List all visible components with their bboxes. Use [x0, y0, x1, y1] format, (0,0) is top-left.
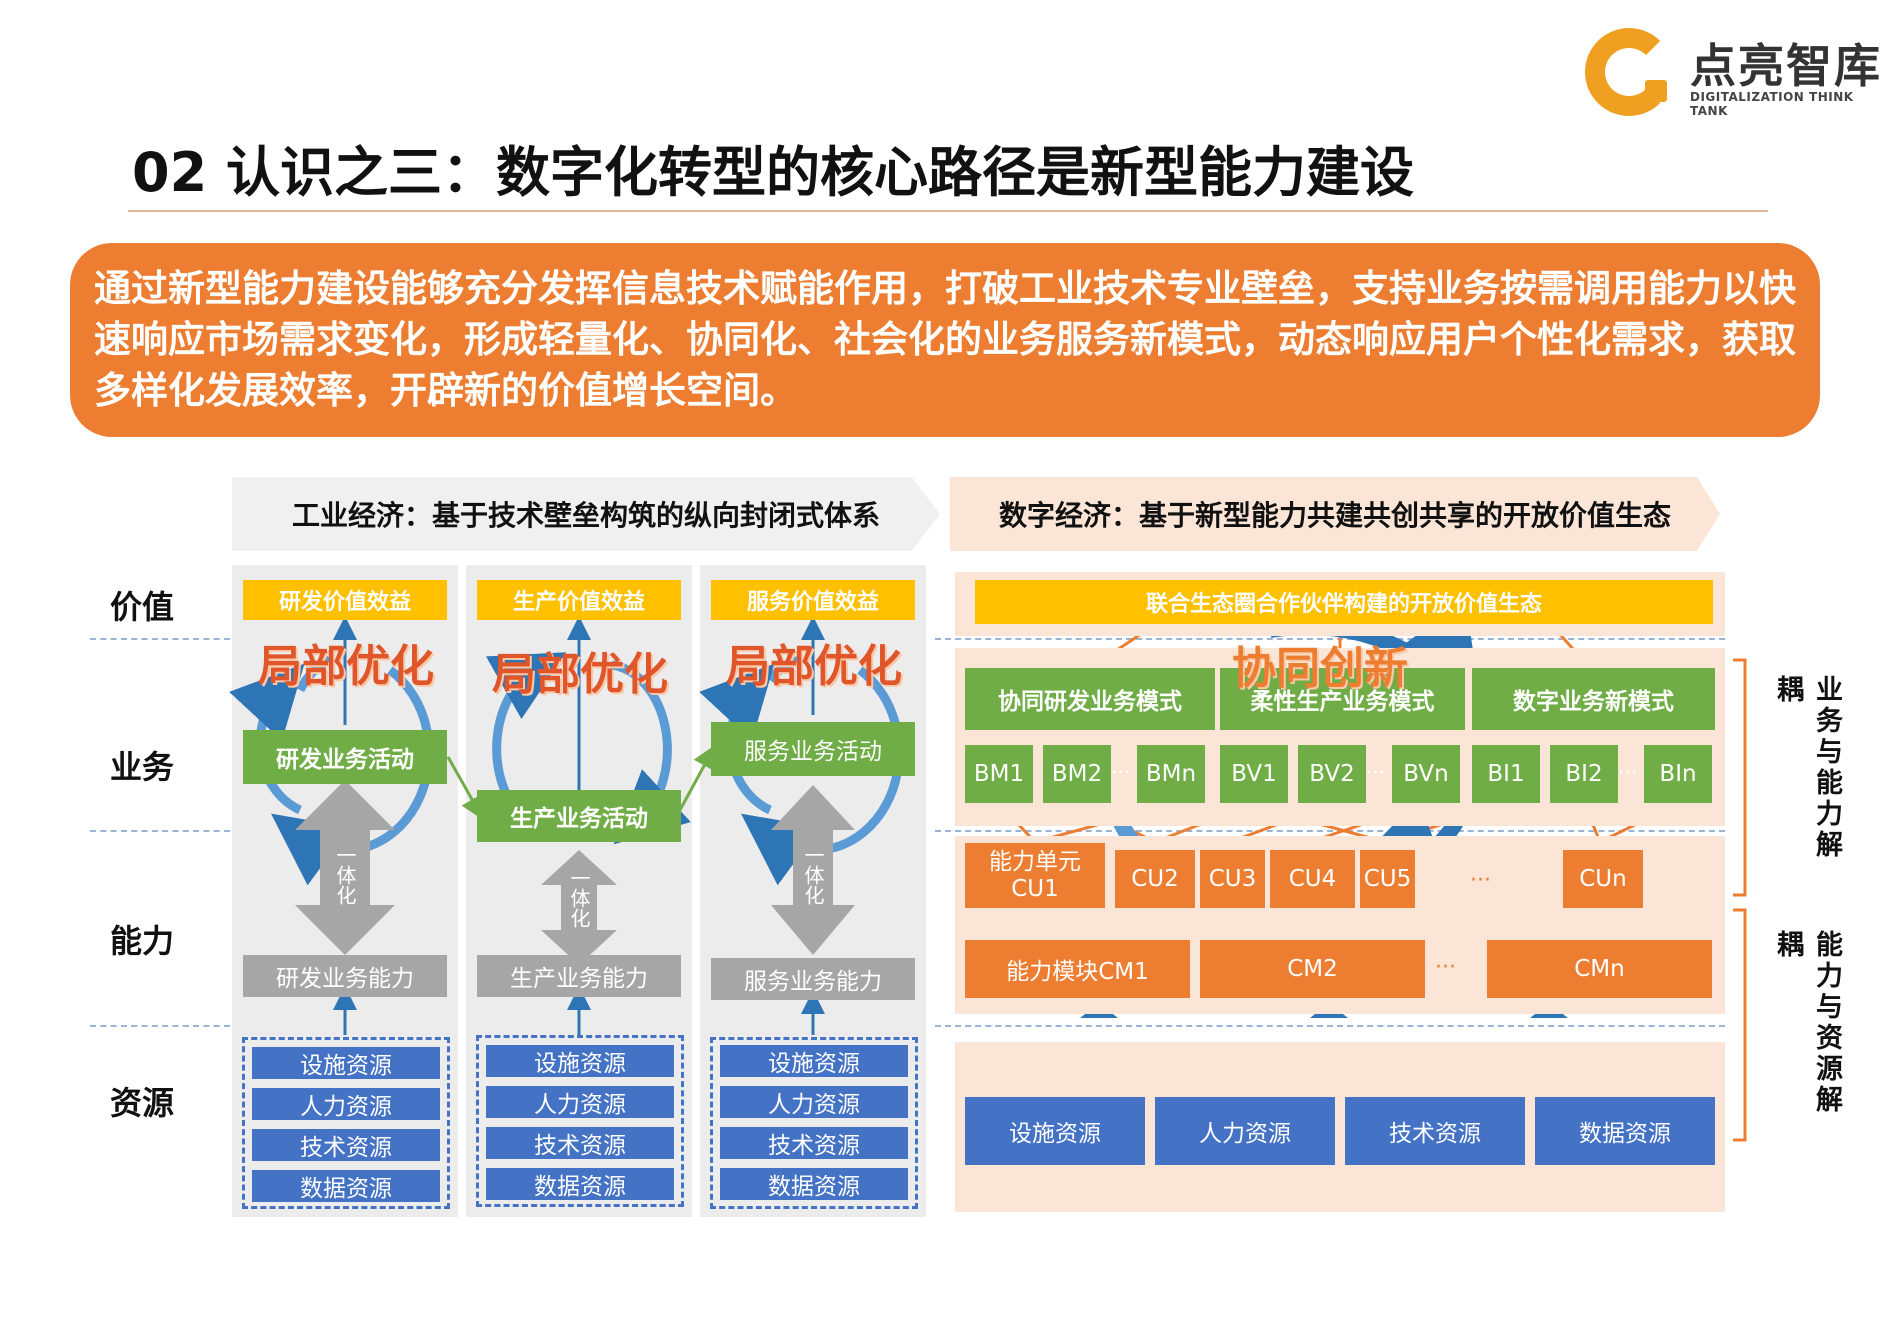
unit-ellipsis: ···: [1111, 760, 1131, 784]
cu-ellipsis: ···: [1470, 868, 1491, 893]
cu-2: CU2: [1115, 850, 1195, 908]
production-resource-item: 设施资源: [486, 1045, 674, 1077]
production-integrate-label: 一体化: [567, 868, 591, 928]
cu-5: CU5: [1360, 850, 1415, 908]
side-label-capability-resource: 能力与资源解耦: [1772, 930, 1842, 1116]
collab-innovation-label: 协同创新: [1232, 643, 1408, 694]
section-header-industrial: 工业经济：基于技术壁垒构筑的纵向封闭式体系: [232, 477, 940, 551]
summary-banner: 通过新型能力建设能够充分发挥信息技术赋能作用，打破工业技术专业壁垒，支持业务按需…: [70, 243, 1820, 437]
service-activity-box: 服务业务活动: [711, 722, 915, 776]
right-resource-human: 人力资源: [1155, 1097, 1335, 1165]
service-resource-item: 数据资源: [720, 1168, 908, 1200]
unit-bmn: BMn: [1137, 745, 1205, 803]
rd-local-optimize: 局部优化: [258, 641, 434, 692]
bracket-business-capability: [1733, 658, 1747, 897]
production-value-box: 生产价值效益: [477, 580, 681, 620]
row-label-value: 价值: [110, 588, 175, 626]
unit-bin: BIn: [1644, 745, 1712, 803]
cm-2: CM2: [1200, 940, 1425, 998]
row-label-resource: 资源: [110, 1084, 175, 1122]
production-resource-item: 技术资源: [486, 1127, 674, 1159]
service-resource-group: [710, 1037, 918, 1209]
unit-bv2: BV2: [1298, 745, 1366, 803]
service-capability-box: 服务业务能力: [711, 958, 915, 1000]
cu-3: CU3: [1200, 850, 1265, 908]
title-divider: [128, 210, 1768, 212]
production-resource-item: 人力资源: [486, 1086, 674, 1118]
mode-collab-rd: 协同研发业务模式: [965, 668, 1215, 730]
right-resource-technology: 技术资源: [1345, 1097, 1525, 1165]
row-divider: [935, 638, 1725, 640]
row-divider: [935, 1025, 1725, 1027]
row-label-capability: 能力: [110, 922, 175, 960]
rd-resource-group: [242, 1037, 450, 1209]
mode-digital-business: 数字业务新模式: [1472, 668, 1715, 730]
row-divider: [90, 638, 230, 640]
page-title: 02 认识之三：数字化转型的核心路径是新型能力建设: [132, 141, 1414, 204]
cm-ellipsis: ···: [1435, 955, 1456, 980]
side-label-business-capability: 业务与能力解耦: [1772, 675, 1842, 861]
production-resource-item: 数据资源: [486, 1168, 674, 1200]
rd-value-box: 研发价值效益: [243, 580, 447, 620]
cu-4: CU4: [1270, 850, 1355, 908]
row-divider: [90, 1025, 230, 1027]
rd-resource-item: 数据资源: [252, 1170, 440, 1202]
rd-activity-box: 研发业务活动: [243, 730, 447, 784]
row-divider: [90, 830, 230, 832]
production-activity-box: 生产业务活动: [477, 790, 681, 842]
service-value-box: 服务价值效益: [711, 580, 915, 620]
unit-bm1: BM1: [965, 745, 1033, 803]
rd-capability-box: 研发业务能力: [243, 955, 447, 997]
logo-name: 点亮智库: [1690, 39, 1882, 93]
logo-dot-icon: [1645, 80, 1667, 102]
cu-1: 能力单元CU1: [965, 843, 1105, 908]
unit-bvn: BVn: [1392, 745, 1460, 803]
unit-bm2: BM2: [1043, 745, 1111, 803]
service-local-optimize: 局部优化: [726, 641, 902, 692]
section-header-digital: 数字经济：基于新型能力共建共创共享的开放价值生态: [950, 477, 1720, 551]
mode-flexible-production: 柔性生产业务模式: [1220, 668, 1465, 730]
unit-bi2: BI2: [1550, 745, 1618, 803]
bracket-capability-resource: [1733, 908, 1747, 1142]
unit-ellipsis: ···: [1366, 760, 1386, 784]
cm-1: 能力模块CM1: [965, 940, 1190, 998]
rd-integrate-label: 一体化: [333, 845, 357, 905]
production-resource-group: [476, 1035, 684, 1207]
production-local-optimize: 局部优化: [492, 649, 668, 700]
right-value-box: 联合生态圈合作伙伴构建的开放价值生态: [975, 580, 1713, 624]
unit-bi1: BI1: [1472, 745, 1540, 803]
rd-resource-item: 人力资源: [252, 1088, 440, 1120]
cm-n: CMn: [1487, 940, 1712, 998]
cu-n: CUn: [1563, 850, 1643, 908]
service-resource-item: 人力资源: [720, 1086, 908, 1118]
production-capability-box: 生产业务能力: [477, 955, 681, 997]
cycle-arrows-service: [699, 616, 904, 1035]
rd-resource-item: 技术资源: [252, 1129, 440, 1161]
row-label-business: 业务: [110, 748, 175, 786]
rd-resource-item: 设施资源: [252, 1047, 440, 1079]
right-resource-data: 数据资源: [1535, 1097, 1715, 1165]
logo-subtitle: DIGITALIZATION THINK TANK: [1690, 90, 1854, 118]
unit-ellipsis: ···: [1618, 760, 1638, 784]
service-integrate-label: 一体化: [801, 845, 825, 905]
unit-bv1: BV1: [1220, 745, 1288, 803]
service-resource-item: 设施资源: [720, 1045, 908, 1077]
right-resource-facility: 设施资源: [965, 1097, 1145, 1165]
service-resource-item: 技术资源: [720, 1127, 908, 1159]
